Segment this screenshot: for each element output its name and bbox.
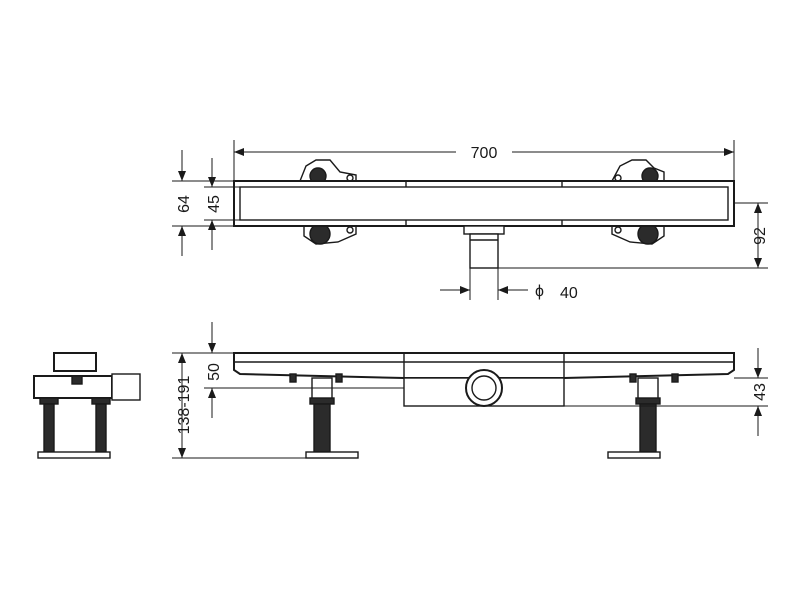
outlet-flange [463,225,505,235]
top-view-dimensions [172,140,768,300]
dim-64: 64 [176,195,193,213]
channel-grate [239,186,729,221]
diameter-symbol: ϕ [535,283,544,300]
dim-40: 40 [560,285,578,302]
bracket-bottom-left [303,223,357,245]
outlet-pipe [469,233,499,269]
channel-body [233,180,735,227]
foot-left [305,377,359,459]
foot-right [607,377,661,459]
dim-92: 92 [752,227,769,245]
top-view [233,159,735,269]
dim-45: 45 [206,195,223,213]
dim-700: 700 [471,145,498,162]
dim-43: 43 [752,383,769,401]
side-view-dimensions [172,322,768,459]
bracket-bottom-right [611,223,665,245]
dim-138-191: 138-191 [176,376,193,435]
end-view [33,352,141,459]
side-view [233,352,735,459]
dim-50: 50 [206,363,223,381]
